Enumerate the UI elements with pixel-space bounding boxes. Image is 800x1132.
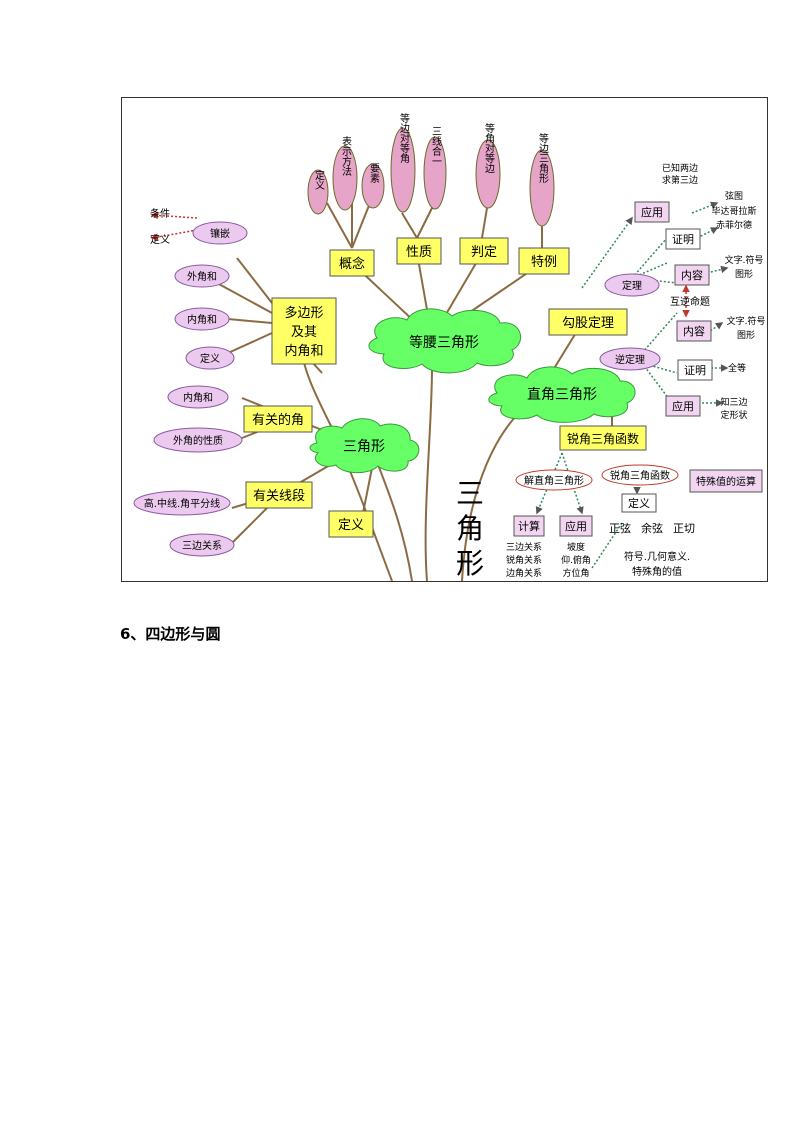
trig-apply-text-2: 方位角 bbox=[562, 567, 589, 579]
trig-special-box: 特殊值的运算 bbox=[696, 475, 756, 488]
py-proof-top-text-0: 弦图 bbox=[725, 190, 743, 202]
segments-box: 有关线段 bbox=[253, 489, 305, 504]
trig-func-0: 正弦 bbox=[609, 521, 631, 535]
oval-converse: 逆定理 bbox=[615, 353, 645, 366]
oval-special-0: 等边三角形 bbox=[537, 132, 549, 184]
oval-concept-1: 表示方法 bbox=[340, 135, 352, 177]
trig-calc-text-0: 三边关系 bbox=[506, 541, 542, 553]
trig-solve-oval: 解直角三角形 bbox=[524, 474, 584, 487]
trig-calc-text-1: 锐角关系 bbox=[506, 554, 542, 566]
oval-segments-0: 高.中线.角平分线 bbox=[144, 497, 220, 510]
trig-apply-text-1: 仰.俯角 bbox=[561, 554, 591, 566]
box-concept: 概念 bbox=[339, 256, 365, 272]
oval-theorem: 定理 bbox=[622, 279, 642, 292]
py-content-top: 内容 bbox=[681, 268, 703, 282]
oval-segments-1: 三边关系 bbox=[182, 539, 222, 552]
py-proof-bottom-text: 全等 bbox=[728, 362, 746, 374]
box-special: 特例 bbox=[531, 255, 557, 270]
trig-calc-box: 计算 bbox=[518, 519, 540, 533]
oval-polygon-2: 内角和 bbox=[187, 313, 217, 326]
py-apply-bottom-text-1: 定形状 bbox=[720, 409, 747, 421]
trig-apply-text-0: 坡度 bbox=[567, 541, 585, 553]
py-content-bottom: 内容 bbox=[683, 324, 705, 338]
trig-func-oval: 锐角三角函数 bbox=[610, 469, 670, 482]
oval-property-0: 等边对等角 bbox=[398, 112, 410, 164]
box-property: 性质 bbox=[406, 245, 432, 260]
trig-calc-text-2: 边角关系 bbox=[506, 567, 542, 579]
pythagoras-box: 勾股定理 bbox=[562, 316, 614, 331]
cloud-triangle: 三角形 bbox=[343, 439, 385, 455]
py-content-top-text-0: 文字.符号 bbox=[725, 254, 764, 266]
cloud-right-triangle: 直角三角形 bbox=[527, 386, 597, 403]
py-mutual: 互逆命题 bbox=[670, 295, 710, 308]
oval-property-1: 三线合一 bbox=[430, 126, 442, 166]
oval-concept-2: 要素 bbox=[368, 163, 380, 183]
oval-polygon-1: 外角和 bbox=[187, 271, 217, 283]
oval-polygon-3: 定义 bbox=[200, 352, 220, 365]
trig-func-1: 余弦 bbox=[641, 521, 663, 535]
trunk-label-0: 三 bbox=[456, 477, 484, 510]
cloud-isosceles: 等腰三角形 bbox=[409, 334, 479, 351]
oval-judge-0: 等角对等边 bbox=[483, 122, 495, 174]
section-heading: 6、四边形与圆 bbox=[120, 625, 221, 643]
py-content-bottom-text-1: 图形 bbox=[737, 329, 755, 341]
oval-concept-0: 定义 bbox=[313, 169, 325, 190]
trig-apply-box: 应用 bbox=[565, 519, 587, 533]
py-apply-top-text-0: 已知两边 bbox=[662, 162, 698, 174]
py-apply-bottom-text-0: 知三边 bbox=[720, 396, 747, 408]
py-apply-top: 应用 bbox=[641, 205, 663, 219]
py-proof-top-text-2: 赤菲尔德 bbox=[716, 219, 752, 231]
trig-def-box: 定义 bbox=[628, 496, 650, 510]
inlay-label-0: 条件 bbox=[150, 207, 170, 220]
polygon-box-0: 多边形 bbox=[284, 305, 323, 321]
oval-polygon-0: 镶嵌 bbox=[210, 227, 230, 240]
polygon-box-2: 内角和 bbox=[284, 343, 323, 359]
py-content-top-text-1: 图形 bbox=[735, 268, 753, 280]
py-apply-bottom: 应用 bbox=[672, 399, 694, 413]
inlay-label-1: 定义 bbox=[150, 233, 170, 246]
trig-note-0: 符号.几何意义. bbox=[624, 550, 690, 563]
triangle-def-box: 定义 bbox=[338, 518, 364, 533]
oval-angles-1: 外角的性质 bbox=[173, 434, 223, 447]
trunk-label-2: 形 bbox=[456, 547, 484, 580]
py-proof-top-text-1: 毕达哥拉斯 bbox=[711, 205, 756, 217]
angles-box: 有关的角 bbox=[252, 412, 304, 428]
trunk-label-1: 角 bbox=[456, 512, 484, 545]
trig-note-1: 特殊角的值 bbox=[632, 565, 682, 578]
trig-box: 锐角三角函数 bbox=[567, 431, 639, 446]
py-proof-top: 证明 bbox=[672, 233, 694, 246]
triangle-mind-map: 定义 表示方法 要素 等边对等角 三线合一 等角对等边 等边三角形 概念 性质 … bbox=[121, 97, 768, 582]
trig-func-2: 正切 bbox=[673, 522, 695, 535]
py-proof-bottom: 证明 bbox=[684, 364, 706, 377]
py-content-bottom-text-0: 文字.符号 bbox=[727, 315, 766, 327]
polygon-box-1: 及其 bbox=[291, 325, 317, 340]
py-apply-top-text-1: 求第三边 bbox=[662, 174, 698, 186]
box-judge: 判定 bbox=[471, 245, 497, 260]
oval-angles-0: 内角和 bbox=[183, 391, 213, 404]
